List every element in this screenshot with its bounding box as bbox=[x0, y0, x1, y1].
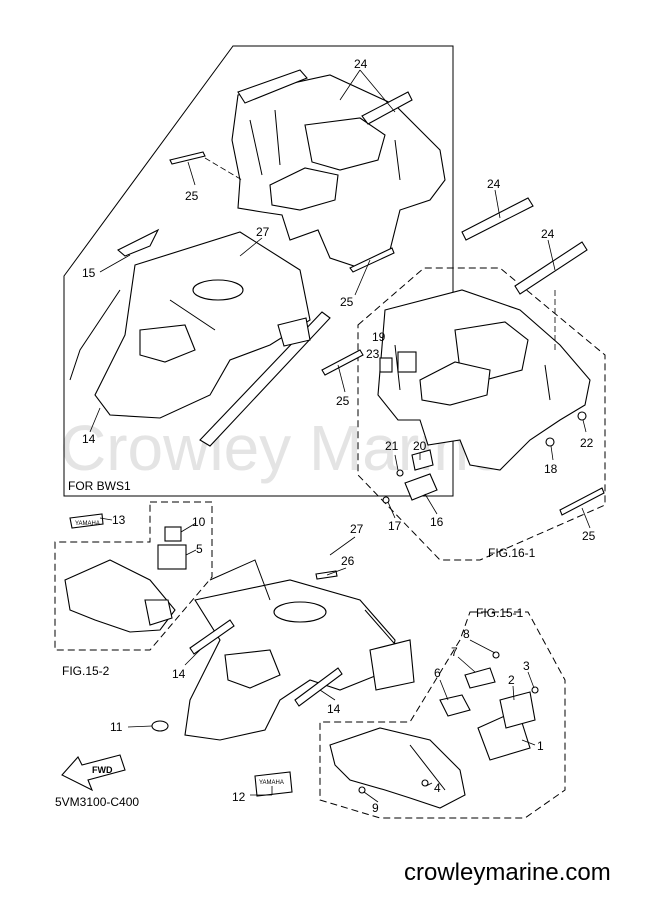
grommet-11 bbox=[151, 720, 169, 732]
callout-12: 12 bbox=[232, 790, 246, 804]
bolt-21 bbox=[396, 469, 404, 477]
decal-25-fig16-right bbox=[559, 487, 605, 516]
callout-10: 10 bbox=[192, 515, 206, 529]
callout-3: 3 bbox=[523, 659, 530, 673]
front-fender-fig152 bbox=[64, 559, 176, 633]
callout-8: 8 bbox=[463, 627, 470, 641]
footer-url: crowleymarine.com bbox=[404, 859, 611, 886]
callout-11: 11 bbox=[110, 720, 123, 734]
fig-label-fig151: FIG.15-1 bbox=[476, 606, 524, 620]
decal-24-top-left bbox=[237, 69, 308, 104]
decal-yamaha-13 bbox=[69, 513, 104, 529]
callout-21: 21 bbox=[385, 439, 399, 453]
callout-6: 6 bbox=[434, 666, 441, 680]
callout-17: 17 bbox=[388, 519, 402, 533]
decal-yamaha-bws1 bbox=[277, 317, 311, 347]
plate-2 bbox=[499, 691, 536, 729]
callout-1: 1 bbox=[537, 739, 544, 753]
decal-24-top-right bbox=[361, 91, 413, 125]
decal-24-fig16-b bbox=[514, 241, 588, 295]
callout-24: 24 bbox=[487, 177, 501, 191]
bws1-outline bbox=[63, 45, 454, 497]
callout-4: 4 bbox=[434, 781, 441, 795]
callout-27: 27 bbox=[350, 522, 364, 536]
decal-14-bws1 bbox=[199, 311, 331, 447]
bolt-8 bbox=[492, 651, 500, 659]
callout-14: 14 bbox=[82, 432, 96, 446]
rear-fender-fig151 bbox=[329, 727, 466, 809]
callout-13: 13 bbox=[112, 513, 126, 527]
grommet-22 bbox=[577, 411, 587, 421]
fig-label-bws1: FOR BWS1 bbox=[68, 479, 131, 493]
decal-14-right bbox=[294, 667, 343, 707]
decal-23 bbox=[379, 357, 393, 373]
bolt-17 bbox=[382, 496, 390, 504]
decal-yamaha-large bbox=[369, 639, 415, 691]
decal-15 bbox=[117, 228, 160, 257]
callout-25: 25 bbox=[185, 189, 199, 203]
callout-25: 25 bbox=[340, 295, 354, 309]
nut-9 bbox=[358, 786, 366, 794]
fig-label-fig16: FIG.16-1 bbox=[488, 546, 536, 560]
callout-14: 14 bbox=[327, 702, 341, 716]
decal-25-side bbox=[349, 247, 395, 273]
callout-14: 14 bbox=[172, 667, 186, 681]
callout-24: 24 bbox=[541, 227, 555, 241]
fwd-arrow-icon: FWD bbox=[61, 754, 126, 792]
decal-10 bbox=[164, 526, 182, 542]
callout-26: 26 bbox=[341, 554, 355, 568]
callout-27: 27 bbox=[256, 225, 270, 239]
decal-yamaha-13-text: YAMAHA bbox=[75, 521, 100, 527]
bolt-3 bbox=[531, 686, 539, 694]
callout-5: 5 bbox=[196, 542, 203, 556]
callout-22: 22 bbox=[580, 436, 594, 450]
plate-7 bbox=[464, 667, 496, 689]
decal-25-fig16-left bbox=[321, 349, 364, 376]
callout-24: 24 bbox=[354, 57, 368, 71]
fig-label-fig152: FIG.15-2 bbox=[62, 664, 110, 678]
front-fender-main bbox=[184, 559, 401, 741]
callout-25: 25 bbox=[336, 394, 350, 408]
callout-25: 25 bbox=[582, 529, 596, 543]
decal-yamaha-12-text: YAMAHA bbox=[259, 780, 284, 786]
decal-14-left bbox=[189, 619, 235, 655]
decal-5 bbox=[157, 544, 187, 570]
plate-6 bbox=[439, 694, 471, 717]
callout-15: 15 bbox=[82, 266, 96, 280]
bracket-16 bbox=[404, 473, 438, 501]
nut-4 bbox=[421, 779, 429, 787]
fig152-outline bbox=[54, 501, 213, 651]
decal-25-top bbox=[169, 151, 206, 165]
plate-20 bbox=[411, 449, 434, 471]
callout-7: 7 bbox=[451, 645, 458, 659]
decal-24-fig16-a bbox=[461, 197, 534, 241]
callout-18: 18 bbox=[544, 462, 558, 476]
front-fender-bws1 bbox=[69, 231, 311, 419]
callout-20: 20 bbox=[413, 439, 427, 453]
fwd-arrow-label: FWD bbox=[92, 765, 113, 775]
decal-yamaha-12 bbox=[254, 771, 293, 797]
leader-lines bbox=[89, 69, 591, 803]
callout-2: 2 bbox=[508, 673, 515, 687]
diagram-code: 5VM3100-C400 bbox=[55, 795, 139, 809]
rear-fender-bws1 bbox=[231, 74, 446, 269]
callout-9: 9 bbox=[372, 801, 379, 815]
grommet-18 bbox=[545, 437, 555, 447]
callout-16: 16 bbox=[430, 515, 444, 529]
callout-19: 19 bbox=[372, 330, 386, 344]
rear-fender-fig16 bbox=[377, 289, 591, 471]
decal-19 bbox=[397, 351, 417, 373]
callout-23: 23 bbox=[366, 347, 380, 361]
